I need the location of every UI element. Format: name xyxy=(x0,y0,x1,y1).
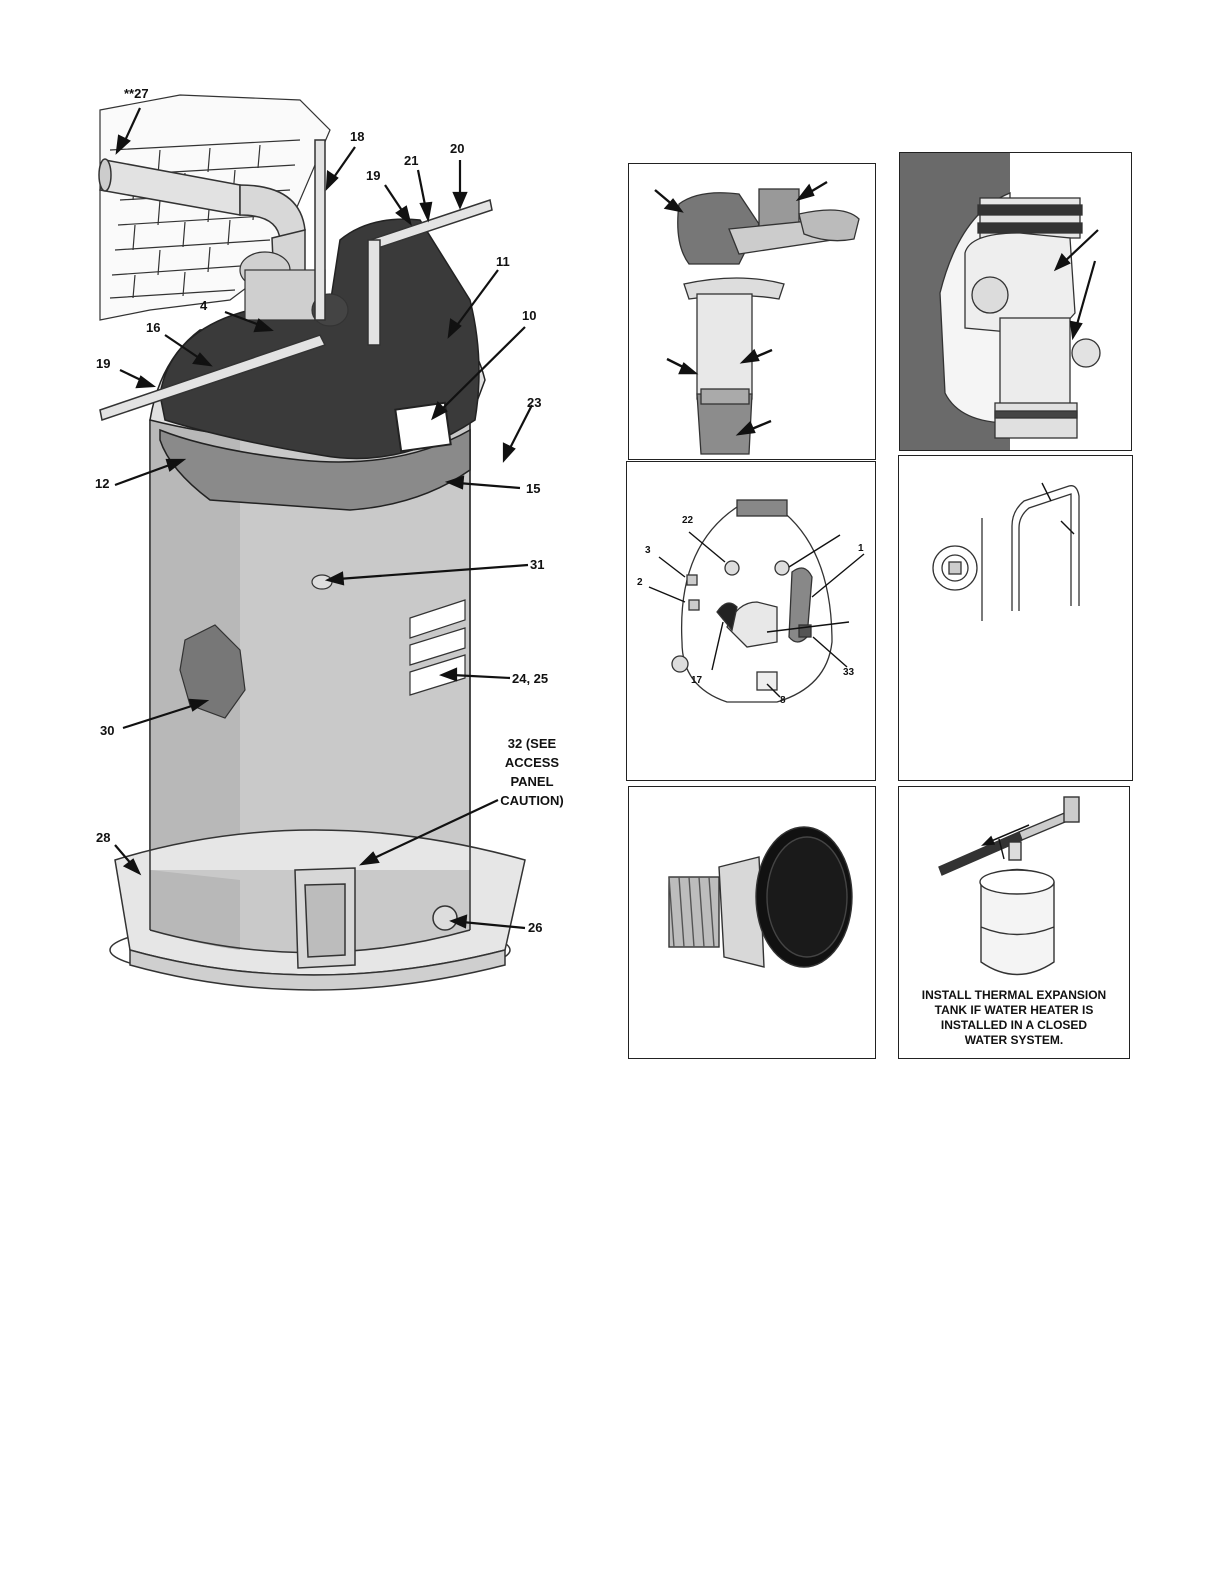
callout-4: 4 xyxy=(200,298,207,313)
note-line: TANK IF WATER HEATER IS xyxy=(902,1003,1126,1018)
expansion-tank-note: INSTALL THERMAL EXPANSION TANK IF WATER … xyxy=(902,988,1126,1048)
top-callout-1: 1 xyxy=(858,543,864,554)
callout-26: 26 xyxy=(528,920,542,935)
caution-line: 32 (SEE xyxy=(490,734,574,753)
note-line: INSTALL THERMAL EXPANSION xyxy=(902,988,1126,1003)
callout-27: **27 xyxy=(124,86,149,101)
main-water-heater-figure xyxy=(0,0,600,1070)
blower-assembly-illustration xyxy=(629,164,876,460)
callout-12: 12 xyxy=(95,476,109,491)
drain-cap-illustration xyxy=(629,787,876,1059)
top-view-illustration xyxy=(627,462,876,781)
callout-30: 30 xyxy=(100,723,114,738)
top-callout-22: 22 xyxy=(682,515,693,526)
callout-19-top: 19 xyxy=(366,168,380,183)
callout-19-left: 19 xyxy=(96,356,110,371)
callout-32-caution: 32 (SEE ACCESS PANEL CAUTION) xyxy=(490,734,574,810)
note-line: INSTALLED IN A CLOSED xyxy=(902,1018,1126,1033)
caution-line: PANEL xyxy=(490,772,574,791)
callout-28: 28 xyxy=(96,830,110,845)
callout-15: 15 xyxy=(526,481,540,496)
panel-anode-detail xyxy=(898,455,1133,781)
panel-top-view xyxy=(626,461,876,781)
callout-23: 23 xyxy=(527,395,541,410)
access-panel xyxy=(295,868,355,968)
caution-line: CAUTION) xyxy=(490,791,574,810)
callout-16: 16 xyxy=(146,320,160,335)
vent-adapter-illustration xyxy=(900,153,1132,451)
callout-31: 31 xyxy=(530,557,544,572)
panel-vent-adapter xyxy=(899,152,1132,451)
panel-drain-cap xyxy=(628,786,876,1059)
top-callout-17: 17 xyxy=(691,675,702,686)
callout-21: 21 xyxy=(404,153,418,168)
panel-blower-assembly xyxy=(628,163,876,460)
anode-port xyxy=(312,575,332,589)
drain-valve xyxy=(433,906,457,930)
callout-20: 20 xyxy=(450,141,464,156)
caution-line: ACCESS xyxy=(490,753,574,772)
callout-10: 10 xyxy=(522,308,536,323)
callout-24-25: 24, 25 xyxy=(512,671,548,686)
callout-18: 18 xyxy=(350,129,364,144)
top-callout-8: 8 xyxy=(780,695,786,706)
top-callout-3: 3 xyxy=(645,545,651,556)
callout-11: 11 xyxy=(496,254,510,269)
note-line: WATER SYSTEM. xyxy=(902,1033,1126,1048)
anode-detail-illustration xyxy=(899,456,1133,781)
top-callout-2: 2 xyxy=(637,577,643,588)
top-callout-33: 33 xyxy=(843,667,854,678)
